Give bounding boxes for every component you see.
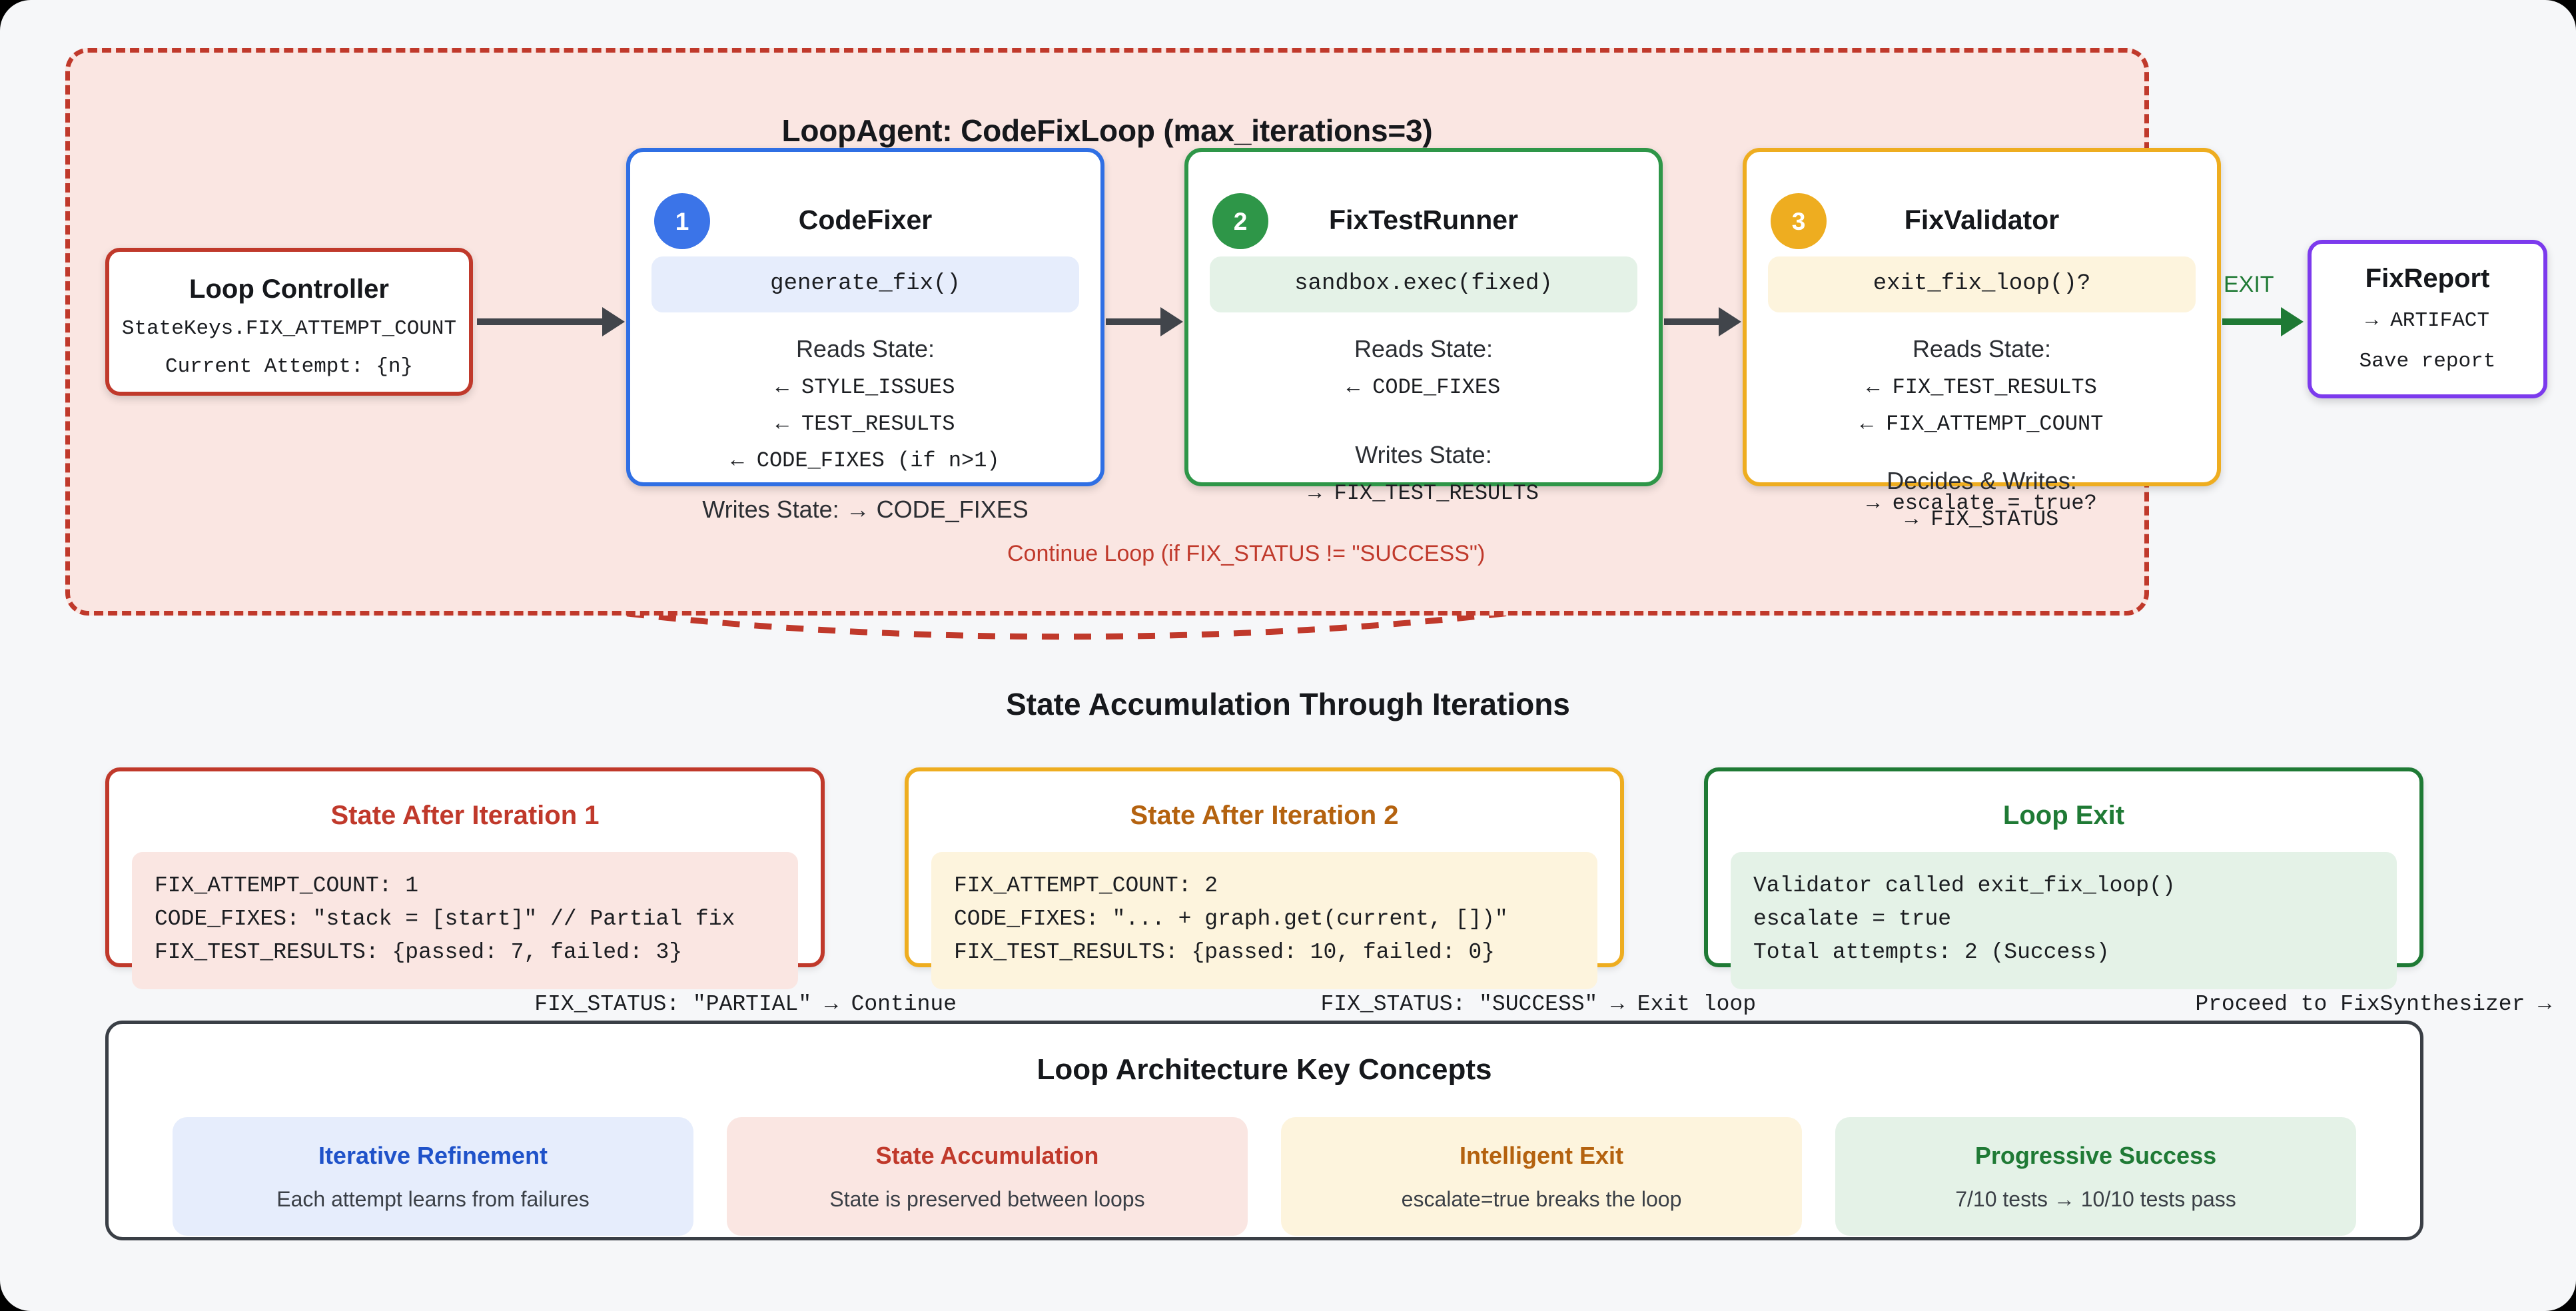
reads-state-label-fixvalidator: Reads State: [1912, 335, 2052, 362]
agent-title-codefixer: CodeFixer [798, 205, 933, 235]
state-line: escalate = true [1753, 907, 1952, 932]
concept-card-progressive-success[interactable]: Progressive Success 7/10 tests → 10/10 t… [1835, 1117, 2356, 1236]
reads-state-item: ← FIX_TEST_RESULTS [1867, 375, 2097, 400]
reads-state-item: ← TEST_RESULTS [775, 412, 955, 436]
state-card-title: State After Iteration 1 [330, 801, 600, 830]
loop-controller-statekey: StateKeys.FIX_ATTEMPT_COUNT [121, 317, 457, 340]
agent-call-codefixer: generate_fix() [651, 256, 1079, 312]
key-concepts-row: Iterative Refinement Each attempt learns… [109, 1117, 2420, 1236]
reads-state-item: ← CODE_FIXES (if n>1) [731, 448, 1000, 473]
decides-writes-label-fixvalidator: Decides & Writes: [1887, 467, 2077, 494]
concept-desc: 7/10 tests → 10/10 tests pass [1955, 1186, 2236, 1211]
loop-controller-title: Loop Controller [189, 274, 389, 304]
fix-report-title: FixReport [2365, 264, 2490, 293]
agent-node-fixvalidator[interactable]: 3 FixValidator exit_fix_loop()? Reads St… [1743, 148, 2221, 532]
reads-state-item: ← STYLE_ISSUES [775, 375, 955, 400]
state-line: FIX_TEST_RESULTS: {passed: 7, failed: 3} [155, 940, 683, 965]
state-card[interactable]: Loop Exit Validator called exit_fix_loop… [1704, 767, 2551, 1017]
state-line: FIX_TEST_RESULTS: {passed: 10, failed: 0… [954, 940, 1495, 965]
escalate-overflow-line: → escalate = true? [1867, 491, 2097, 516]
state-card-title: State After Iteration 2 [1130, 801, 1399, 830]
writes-state-item: → FIX_TEST_RESULTS [1308, 481, 1539, 506]
state-line: Total attempts: 2 (Success) [1753, 940, 2110, 965]
state-section-heading: State Accumulation Through Iterations [1006, 687, 1570, 721]
state-card-body: Validator called exit_fix_loop() escalat… [1731, 852, 2397, 990]
reads-state-label-codefixer: Reads State: [795, 335, 935, 362]
concept-title: Intelligent Exit [1459, 1141, 1624, 1169]
fix-report-artifact: → ARTIFACT [2365, 309, 2490, 332]
state-card-footer: Proceed to FixSynthesizer → [2195, 992, 2551, 1017]
state-card-footer: FIX_STATUS: "PARTIAL" → Continue [534, 992, 957, 1017]
loop-agent-title: LoopAgent: CodeFixLoop (max_iterations=3… [781, 113, 1433, 148]
fix-report-save: Save report [2359, 350, 2496, 373]
agent-call-fixvalidator: exit_fix_loop()? [1768, 256, 2196, 312]
state-card[interactable]: State After Iteration 1 FIX_ATTEMPT_COUN… [105, 767, 957, 1017]
state-card[interactable]: State After Iteration 2 FIX_ATTEMPT_COUN… [905, 767, 1756, 1017]
key-concepts-heading: Loop Architecture Key Concepts [1037, 1053, 1492, 1086]
exit-label: EXIT [2224, 272, 2274, 297]
reads-state-item: ← CODE_FIXES [1346, 375, 1501, 400]
loop-controller-node[interactable]: Loop Controller StateKeys.FIX_ATTEMPT_CO… [105, 248, 473, 396]
concept-card-iterative-refinement[interactable]: Iterative Refinement Each attempt learns… [173, 1117, 693, 1236]
agent-title-fixtestrunner: FixTestRunner [1329, 205, 1518, 235]
writes-state-label-fixtestrunner: Writes State: [1355, 441, 1492, 468]
concept-desc: Each attempt learns from failures [276, 1186, 590, 1211]
state-line: FIX_ATTEMPT_COUNT: 2 [954, 873, 1218, 898]
state-line: CODE_FIXES: "stack = [start]" // Partial… [155, 907, 735, 932]
reads-state-label-fixtestrunner: Reads State: [1354, 335, 1494, 362]
concept-title: Progressive Success [1974, 1141, 2217, 1169]
writes-state-label-codefixer: Writes State: → CODE_FIXES [702, 496, 1029, 523]
concept-card-intelligent-exit[interactable]: Intelligent Exit escalate=true breaks th… [1281, 1117, 1802, 1236]
step-badge-2: 2 [1212, 193, 1268, 249]
concept-desc: State is preserved between loops [829, 1186, 1145, 1211]
state-line: Validator called exit_fix_loop() [1753, 873, 2176, 898]
continue-loop-label: Continue Loop (if FIX_STATUS != "SUCCESS… [1007, 541, 1486, 566]
state-line: CODE_FIXES: "... + graph.get(current, []… [954, 907, 1508, 932]
reads-state-item: ← FIX_ATTEMPT_COUNT [1860, 412, 2104, 436]
state-line: FIX_ATTEMPT_COUNT: 1 [155, 873, 419, 898]
concept-card-state-accumulation[interactable]: State Accumulation State is preserved be… [727, 1117, 1248, 1236]
state-card-footer: FIX_STATUS: "SUCCESS" → Exit loop [1320, 992, 1756, 1017]
agent-call-fixtestrunner: sandbox.exec(fixed) [1210, 256, 1637, 312]
key-concepts-panel: Loop Architecture Key Concepts Iterative… [105, 1021, 2423, 1240]
state-card-body: FIX_ATTEMPT_COUNT: 1 CODE_FIXES: "stack … [132, 852, 798, 990]
step-badge-3: 3 [1771, 193, 1827, 249]
concept-title: State Accumulation [875, 1141, 1099, 1169]
agent-node-codefixer[interactable]: 1 CodeFixer generate_fix() Reads State: … [626, 148, 1104, 523]
step-badge-1: 1 [654, 193, 710, 249]
fix-report-node[interactable]: FixReport → ARTIFACT Save report [2308, 240, 2547, 398]
state-card-title: Loop Exit [2002, 801, 2125, 830]
state-card-body: FIX_ATTEMPT_COUNT: 2 CODE_FIXES: "... + … [931, 852, 1597, 990]
concept-desc: escalate=true breaks the loop [1401, 1186, 1682, 1211]
agent-title-fixvalidator: FixValidator [1904, 205, 2060, 235]
agent-node-fixtestrunner[interactable]: 2 FixTestRunner sandbox.exec(fixed) Read… [1184, 148, 1663, 506]
loop-controller-attempt: Current Attempt: {n} [165, 355, 414, 378]
concept-title: Iterative Refinement [318, 1141, 548, 1169]
writes-state-item: → FIX_STATUS [1905, 507, 2059, 532]
